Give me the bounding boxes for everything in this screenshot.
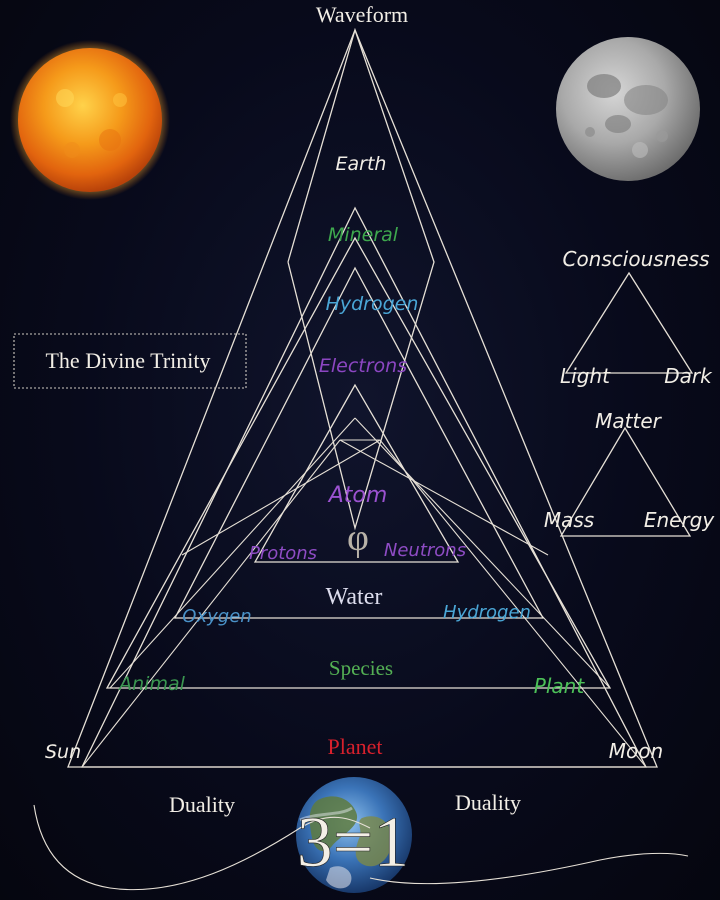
upper-left-cross-line xyxy=(181,439,381,556)
plant-cross-line xyxy=(354,417,611,689)
moon-label: Moon xyxy=(609,739,663,763)
duality-right-label: Duality xyxy=(455,790,521,815)
species-triangle xyxy=(105,236,612,689)
protons-label: Protons xyxy=(249,543,317,564)
consciousness-label: Consciousness xyxy=(562,247,709,271)
water-triangle xyxy=(173,266,545,619)
upper-right-cross-line xyxy=(339,439,549,556)
moon-icon xyxy=(556,37,700,181)
neutrons-label: Neutrons xyxy=(384,540,466,561)
oxygen-label: Oxygen xyxy=(182,606,251,627)
waveform-label: Waveform xyxy=(316,2,408,27)
planet-triangle xyxy=(80,206,648,768)
mass-label: Mass xyxy=(544,508,594,532)
three-equals-one: 3=1 xyxy=(297,802,410,882)
plant-label: Plant xyxy=(534,674,586,698)
left-wave-curve xyxy=(33,804,371,891)
dark-label: Dark xyxy=(664,364,713,388)
divine-trinity-box xyxy=(13,333,247,389)
earth-diamond xyxy=(287,27,435,531)
consciousness-triangle xyxy=(564,271,694,374)
energy-label: Energy xyxy=(644,508,716,532)
sun-icon xyxy=(10,40,170,200)
sun-label: Sun xyxy=(45,741,81,763)
animal-cross-line xyxy=(109,417,356,689)
water-label: Water xyxy=(326,584,383,610)
right-wave-curve xyxy=(369,852,689,885)
animal-label: Animal xyxy=(117,673,185,695)
mineral-label: Mineral xyxy=(328,224,399,246)
matter-label: Matter xyxy=(595,409,663,433)
moon-cross-line xyxy=(379,439,647,768)
phi-symbol: φ xyxy=(347,517,369,559)
hydrogen-right-label: Hydrogen xyxy=(443,602,531,623)
divine-trinity-title: The Divine Trinity xyxy=(45,348,210,373)
light-label: Light xyxy=(560,364,611,388)
atom-label: Atom xyxy=(327,483,388,508)
duality-left-label: Duality xyxy=(169,792,235,817)
matter-triangle xyxy=(559,426,692,537)
sun-cross-line xyxy=(81,439,341,768)
hydrogen-top-label: Hydrogen xyxy=(326,293,419,315)
earth-globe-icon xyxy=(296,777,412,893)
planet-label: Planet xyxy=(328,734,383,759)
species-label: Species xyxy=(329,656,393,680)
earth-label: Earth xyxy=(336,153,387,175)
electrons-label: Electrons xyxy=(319,355,407,377)
